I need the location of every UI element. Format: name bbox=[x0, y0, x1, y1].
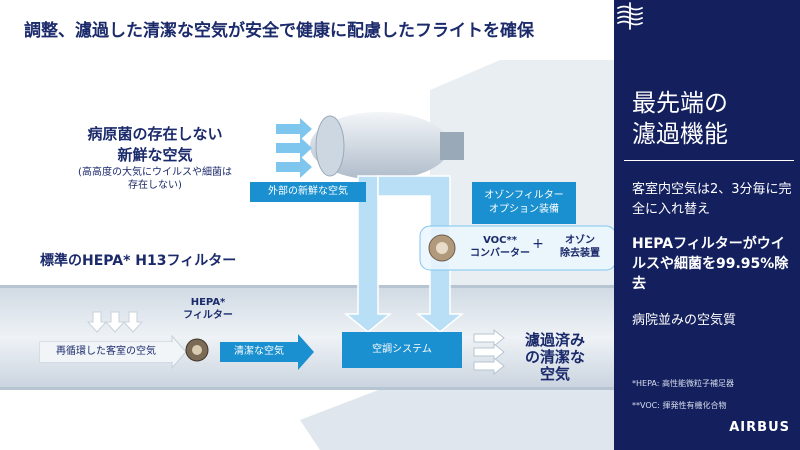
air-filter-icon bbox=[617, 2, 643, 30]
plus-sign: + bbox=[532, 236, 544, 252]
hepa-filter-line1: HEPA* bbox=[190, 297, 226, 308]
ozone-removal-label: オゾン 除去装置 bbox=[548, 234, 612, 260]
clean-air-label: 清潔な空気 bbox=[220, 342, 298, 362]
sidebar-title-line2: 濾過機能 bbox=[632, 120, 728, 148]
output-arrows bbox=[473, 328, 505, 376]
outside-air-note: (高高度の大気にウイルスや細菌は 存在しない) bbox=[40, 166, 270, 192]
engine-intake bbox=[315, 115, 345, 177]
outside-air-title: 病原菌の存在しない 新鮮な空気 bbox=[40, 124, 270, 166]
sidebar-title-line1: 最先端の bbox=[632, 89, 728, 117]
fuselage-bottom-line bbox=[0, 387, 614, 390]
result-line1: 濾過済み bbox=[524, 331, 585, 349]
headline: 調整、濾過した清潔な空気が安全で健康に配慮したフライトを確保 bbox=[24, 21, 534, 41]
result-line2: の清潔な bbox=[524, 348, 585, 366]
ozone-option-line2: オプション装備 bbox=[489, 204, 559, 215]
recirc-down-arrows bbox=[86, 311, 144, 333]
info-sidebar: 最先端の 濾過機能 客室内空気は2、3分毎に完全に入れ替え HEPAフィルターが… bbox=[614, 0, 800, 450]
outside-air-duct bbox=[343, 175, 393, 333]
output-arrow-3 bbox=[473, 356, 505, 376]
outside-air-flow-label: 外部の新鮮な空気 bbox=[250, 182, 366, 202]
ozone-option-line1: オゾンフィルター bbox=[484, 190, 564, 201]
voc-label-line2: コンバーター bbox=[470, 248, 530, 259]
hepa-heading: 標準のHEPA* H13フィルター bbox=[40, 253, 237, 269]
air-filter-wave-2 bbox=[617, 10, 643, 16]
sidebar-title: 最先端の 濾過機能 bbox=[632, 88, 796, 150]
engine-nacelle bbox=[310, 112, 450, 180]
recirculated-air-label: 再循環した客室の空気 bbox=[40, 342, 172, 362]
intake-arrow-1 bbox=[276, 118, 312, 140]
ozone-removal-line2: 除去装置 bbox=[560, 248, 600, 259]
footnote-voc: **VOC: 揮発性有機化合物 bbox=[632, 401, 727, 410]
stat-hospital-quality: 病院並みの空気質 bbox=[632, 313, 737, 328]
stat-air-exchange: 客室内空気は2、3分毎に完全に入れ替え bbox=[632, 182, 792, 217]
airbus-logo: AIRBUS bbox=[729, 420, 790, 435]
footnote-hepa: *HEPA: 高性能微粒子補足器 bbox=[632, 379, 734, 388]
ozone-option-box: オゾンフィルター オプション装備 bbox=[472, 182, 576, 224]
recirc-arrow-1 bbox=[86, 311, 108, 333]
fuselage bbox=[0, 285, 614, 390]
stat-hepa-removal: HEPAフィルターがウイルスや細菌を99.95%除去 bbox=[632, 236, 789, 292]
output-arrow-1 bbox=[473, 328, 505, 348]
voc-converter-label: VOC** コンバーター bbox=[460, 234, 540, 260]
outside-air-title-line2: 新鮮な空気 bbox=[117, 146, 193, 164]
fuselage-top-line bbox=[0, 285, 614, 288]
voc-converter-core bbox=[436, 242, 448, 254]
outside-air-note-line1: (高高度の大気にウイルスや細菌は bbox=[78, 167, 232, 178]
output-arrow-2 bbox=[473, 342, 505, 362]
filtered-air-result: 濾過済み の清潔な 空気 bbox=[510, 332, 600, 383]
voc-label-line1: VOC** bbox=[483, 235, 517, 246]
intake-arrow-2 bbox=[276, 137, 312, 159]
engine-exhaust bbox=[440, 132, 464, 160]
diagram-artwork bbox=[0, 60, 614, 450]
ozone-removal-line1: オゾン bbox=[565, 235, 595, 246]
voc-device-box bbox=[419, 225, 614, 271]
recirc-arrow-3 bbox=[122, 311, 144, 333]
intake-arrow-3 bbox=[276, 156, 312, 178]
sidebar-divider bbox=[624, 160, 794, 161]
ac-system-box: 空調システム bbox=[342, 332, 462, 368]
air-filter-wave-1 bbox=[617, 5, 643, 11]
recirc-arrow-2 bbox=[104, 311, 126, 333]
air-filter-wave-4 bbox=[617, 20, 643, 26]
intake-arrows bbox=[276, 118, 312, 178]
outside-air-title-line1: 病原菌の存在しない bbox=[87, 125, 223, 143]
hepa-filter-core bbox=[192, 345, 202, 355]
air-filter-wave-3 bbox=[617, 15, 643, 21]
hepa-filter-label: HEPA* フィルター bbox=[168, 296, 248, 322]
outside-air-note-line2: 存在しない) bbox=[128, 180, 182, 191]
result-line3: 空気 bbox=[539, 365, 570, 383]
hepa-filter-line2: フィルター bbox=[183, 310, 233, 321]
